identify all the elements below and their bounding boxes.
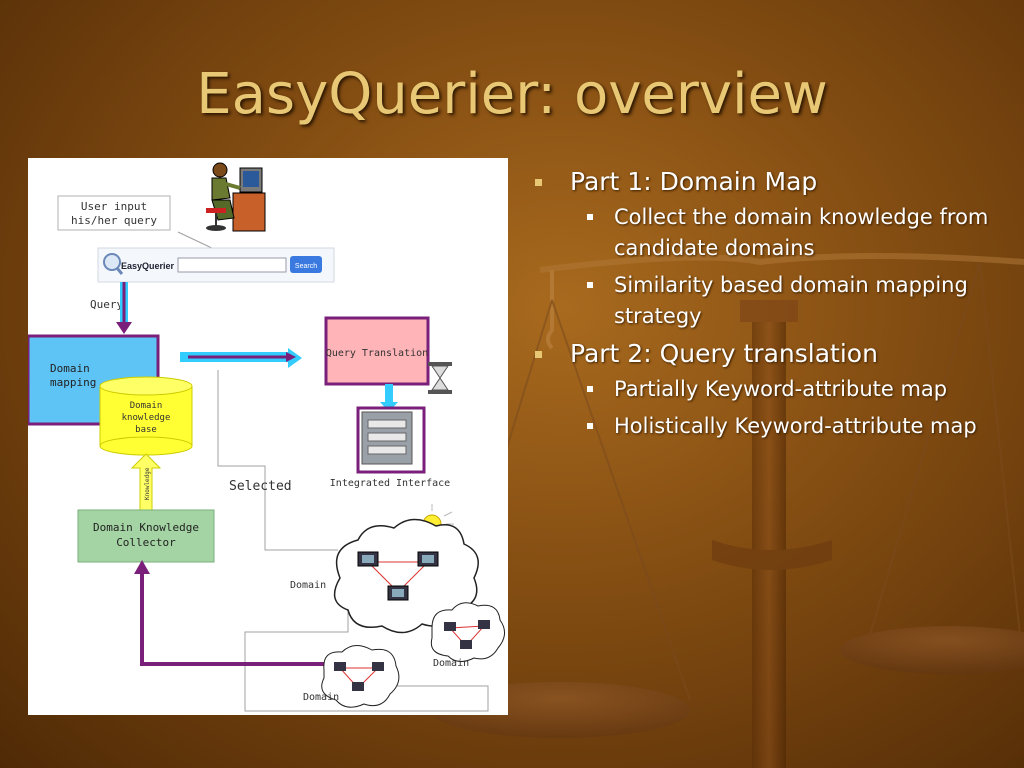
search-bar-brand: EasyQuerier <box>121 261 175 271</box>
bullet-marker <box>587 282 593 288</box>
domain-label-1: Domain <box>290 580 326 591</box>
query-label: Query <box>90 298 123 311</box>
sub-bullet-partial: Partially Keyword-attribute map <box>530 374 1020 405</box>
sub-bullet-holistic: Holistically Keyword-attribute map <box>530 411 1020 442</box>
bullet-part-1: Part 1: Domain Map <box>530 166 1020 198</box>
selected-label: Selected <box>229 479 292 494</box>
knowledge-up-arrow <box>130 453 162 511</box>
bullet-marker <box>587 386 593 392</box>
form-window-icon <box>361 411 413 465</box>
query-translation-label: Query Translation <box>326 348 428 359</box>
domain-cloud-small-right <box>430 602 505 662</box>
bullet-marker <box>535 351 542 358</box>
bullet-marker <box>587 214 593 220</box>
integrated-interface-label: Integrated Interface <box>330 478 450 489</box>
domain-label-2: Domain <box>433 658 469 669</box>
domain-cloud-large <box>333 518 479 634</box>
slide-title: EasyQuerier: overview <box>196 62 828 127</box>
domain-knowledge-collector-box <box>77 509 215 563</box>
bullet-list: Part 1: Domain Map Collect the domain kn… <box>530 166 1020 448</box>
sub-bullet-collect: Collect the domain knowledge from candid… <box>530 202 1020 264</box>
query-translation-box <box>324 316 430 386</box>
hourglass-icon <box>428 362 452 394</box>
bullet-marker <box>587 423 593 429</box>
knowledge-label: Knowledge <box>144 467 151 500</box>
bullet-marker <box>535 179 542 186</box>
search-button-label: Search <box>295 263 317 270</box>
domain-knowledge-base-cylinder <box>99 376 193 456</box>
user-at-computer-icon <box>206 162 266 232</box>
easyquerier-search-bar: EasyQuerier Search <box>97 247 335 283</box>
bullet-part-2: Part 2: Query translation <box>530 338 1020 370</box>
domain-cloud-small-bottom <box>321 645 400 708</box>
sub-bullet-similarity: Similarity based domain mapping strategy <box>530 270 1020 332</box>
domain-label-3: Domain <box>303 692 339 703</box>
